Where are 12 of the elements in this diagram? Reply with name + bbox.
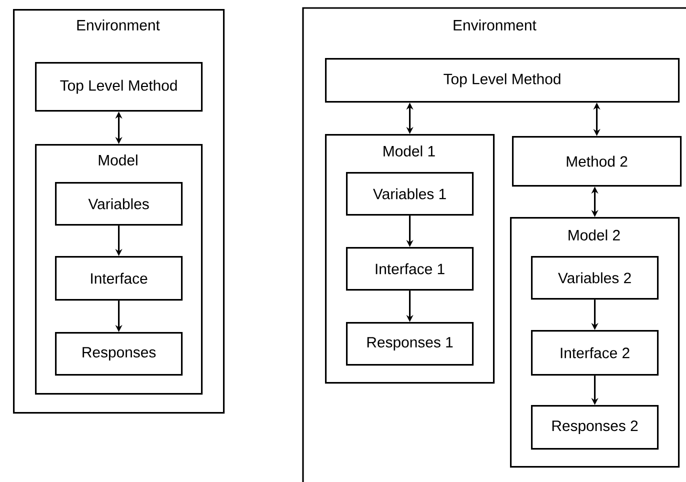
method-box: Top Level Method bbox=[325, 58, 680, 103]
method-box: Top Level Method bbox=[35, 62, 203, 112]
process-box: Variables bbox=[55, 182, 183, 226]
method-box: Method 2 bbox=[512, 136, 682, 187]
process-box: Interface 1 bbox=[346, 246, 474, 291]
process-box: Variables 2 bbox=[531, 256, 659, 300]
process-box: Variables 1 bbox=[346, 172, 474, 216]
process-box: Responses bbox=[55, 332, 183, 376]
process-box: Interface 2 bbox=[531, 330, 659, 376]
process-box: Responses 2 bbox=[531, 404, 659, 450]
process-box: Interface bbox=[55, 256, 183, 301]
process-box: Responses 1 bbox=[346, 322, 474, 366]
